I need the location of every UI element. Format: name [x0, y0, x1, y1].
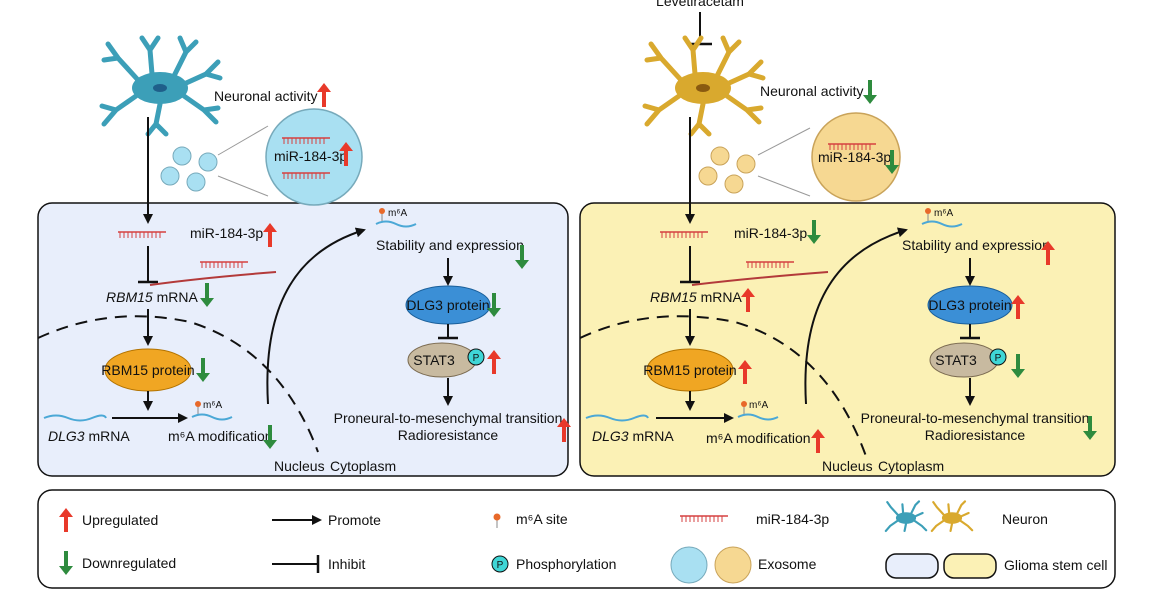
left-exosome-label: miR-184-3p	[274, 148, 347, 164]
left-stat3-label: STAT3	[413, 352, 455, 368]
right-rbm15-mrna-strand	[691, 271, 829, 286]
left-transition-label: Proneural-to-mesenchymal transition	[334, 410, 563, 426]
left-export-arrow	[266, 227, 366, 405]
legend-glioma-yellow-icon	[943, 553, 997, 579]
left-neuronal-activity: Neuronal activity	[214, 88, 318, 104]
right-m6a-modification: m⁶A modification	[706, 430, 811, 446]
left-rbm15-mrna-label: RBM15 mRNA	[106, 289, 198, 305]
drug-label: Levetiracetam	[656, 0, 744, 9]
left-phospho-symbol: P	[473, 353, 480, 364]
left-exosome-icon	[265, 108, 363, 206]
left-stability-label: Stability and expression	[376, 237, 524, 253]
left-mir-label: miR-184-3p	[190, 225, 263, 241]
right-cytoplasm-label: Cytoplasm	[878, 458, 944, 474]
left-rbm15-protein-label: RBM15 protein	[101, 362, 194, 378]
right-stat3-label: STAT3	[935, 352, 977, 368]
right-exosome-label: miR-184-3p	[818, 149, 891, 165]
legend-phosphorylation: Phosphorylation	[516, 556, 616, 572]
right-stability-label: Stability and expression	[902, 237, 1050, 253]
right-radioresistance-label: Radioresistance	[925, 427, 1026, 443]
right-neuronal-activity: Neuronal activity	[760, 83, 864, 99]
left-dlg3-protein-label: DLG3 protein	[406, 297, 489, 313]
legend-glioma: Glioma stem cell	[1004, 557, 1107, 573]
right-neuron-icon	[642, 35, 766, 137]
legend-neuron-blue-icon	[884, 500, 928, 533]
right-transition-label: Proneural-to-mesenchymal transition	[861, 410, 1090, 426]
right-phospho-symbol: P	[995, 353, 1002, 364]
left-rbm15-mrna-strand	[149, 271, 277, 286]
right-phospho-icon	[989, 348, 1007, 366]
legend-phospho-icon	[491, 555, 509, 573]
left-stability-m6a-tag: m⁶A	[388, 208, 407, 219]
legend-phospho-symbol: P	[497, 560, 504, 571]
right-exosome-icon	[811, 112, 901, 202]
legend-mir: miR-184-3p	[756, 511, 829, 527]
left-neuronal-activity-up-icon	[317, 83, 331, 107]
right-mir-label: miR-184-3p	[734, 225, 807, 241]
legend-m6a-site-icon	[493, 513, 501, 528]
right-rbm15-protein-label: RBM15 protein	[643, 362, 736, 378]
right-exosome-cluster	[698, 146, 756, 194]
left-dlg3-mrna-label: DLG3 mRNA	[48, 428, 130, 444]
right-rbm15-mrna-label: RBM15 mRNA	[650, 289, 742, 305]
left-nucleus-label: Nucleus	[274, 458, 325, 474]
right-nucleus-label: Nucleus	[822, 458, 873, 474]
right-dlg3-mrna-label: DLG3 mRNA	[592, 428, 674, 444]
left-dlg3-mrna-strand	[43, 414, 107, 422]
legend-downregulated: Downregulated	[82, 555, 176, 571]
legend-exosome: Exosome	[758, 556, 817, 572]
right-export-arrow	[804, 227, 908, 405]
left-phospho-icon	[467, 348, 485, 366]
right-neuronal-activity-down-icon	[863, 80, 877, 104]
right-dlg3-mrna-strand	[585, 414, 649, 422]
right-nuclear-membrane	[579, 315, 869, 463]
legend-upregulated: Upregulated	[82, 512, 158, 528]
left-neuron-icon	[99, 35, 223, 137]
legend-glioma-blue-icon	[885, 553, 939, 579]
legend-exosome-gold-icon	[714, 546, 752, 584]
left-nuclear-membrane	[37, 315, 319, 453]
legend-promote: Promote	[328, 512, 381, 528]
right-glioma-cell-panel	[579, 202, 1116, 477]
legend-exosome-blue-icon	[670, 546, 708, 584]
legend-neuron-gold-icon	[930, 500, 974, 533]
left-m6a-mrna-tag: m⁶A	[203, 400, 222, 411]
left-cytoplasm-label: Cytoplasm	[330, 458, 396, 474]
right-m6a-mrna-tag: m⁶A	[749, 400, 768, 411]
legend-neuron: Neuron	[1002, 511, 1048, 527]
legend-m6a-site: m⁶A site	[516, 511, 568, 527]
left-m6a-modification: m⁶A modification	[168, 428, 273, 444]
legend-inhibit: Inhibit	[328, 556, 365, 572]
left-exosome-cluster	[160, 146, 218, 192]
right-dlg3-protein-label: DLG3 protein	[928, 297, 1011, 313]
right-stability-m6a-tag: m⁶A	[934, 208, 953, 219]
left-radioresistance-label: Radioresistance	[398, 427, 499, 443]
